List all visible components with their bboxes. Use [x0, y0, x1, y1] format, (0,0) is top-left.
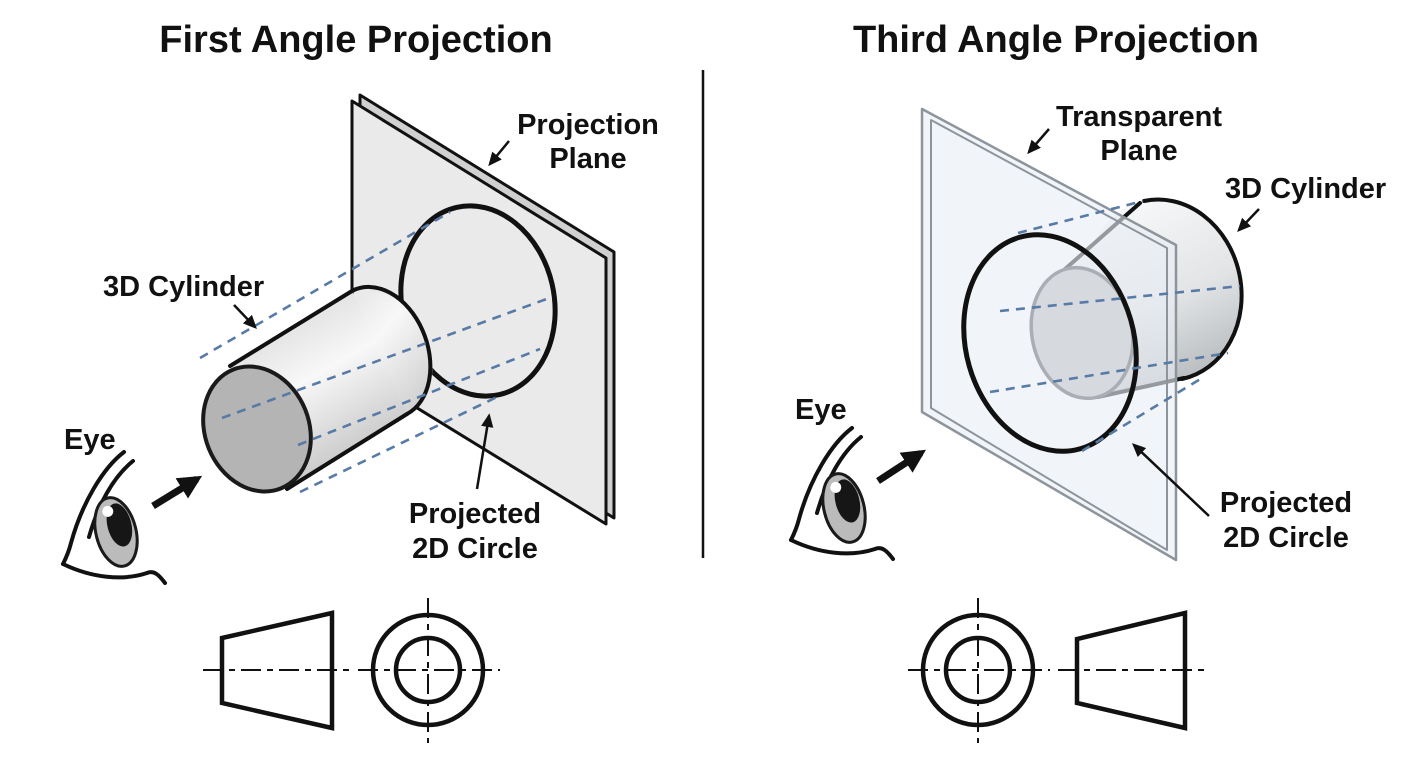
glass-inner-edge: [930, 119, 1168, 551]
plane-label-line2: Plane: [1100, 135, 1177, 167]
eye-left: Eye: [61, 424, 203, 585]
eye-icon: [61, 450, 167, 585]
eye-label: Eye: [64, 424, 116, 456]
cylinder-label: 3D Cylinder: [103, 271, 264, 303]
projected-pointer-arrow-icon: [475, 413, 494, 490]
first-angle-title: First Angle Projection: [159, 19, 552, 61]
plane-pointer-arrow-icon: [1027, 128, 1050, 155]
cylinder-back-arc: [1142, 197, 1244, 381]
projection-ray: [297, 347, 541, 447]
projected-label-line1: Projected: [409, 498, 541, 530]
cylinder-pointer-arrow-icon: [1237, 208, 1260, 232]
plane-front-face: [350, 99, 608, 526]
transparent-plane-right: [920, 107, 1178, 562]
cylinder-top-edge: [228, 289, 354, 368]
side-view-trapezoid: [219, 610, 335, 731]
side-view-trapezoid: [1074, 610, 1188, 731]
labels-left: 3D Cylinder Projection Plane Projected 2…: [103, 109, 659, 565]
projected-label-line2: 2D Circle: [412, 533, 538, 565]
plane-pointer-arrow-icon: [488, 140, 510, 167]
orthographic-views-left: [203, 598, 500, 743]
eye-icon: [789, 426, 895, 561]
eye-label: Eye: [795, 394, 847, 426]
view-direction-arrow-icon: [876, 449, 926, 484]
projected-label-line2: 2D Circle: [1223, 522, 1349, 554]
projected-pointer-arrow-icon: [1132, 443, 1210, 517]
glass-front-face: [920, 107, 1178, 562]
projected-circle-right: [961, 232, 1139, 454]
panel-third-angle: Third Angle Projection Eye Transpa: [789, 19, 1386, 743]
projection-ray: [999, 284, 1241, 313]
projection-ray: [1017, 199, 1144, 235]
eye-right: Eye: [789, 394, 926, 561]
projected-label-line1: Projected: [1220, 487, 1352, 519]
projection-ray: [221, 295, 553, 420]
cylinder-bottom-edge: [285, 412, 409, 491]
third-angle-title: Third Angle Projection: [853, 19, 1259, 61]
projection-rays-right: [989, 199, 1241, 453]
cylinder-pointer-arrow-icon: [233, 304, 257, 329]
projection-ray: [1081, 376, 1203, 453]
projection-ray: [299, 395, 498, 494]
labels-right: Transparent Plane 3D Cylinder Projected …: [1027, 101, 1386, 554]
projection-ray: [199, 210, 451, 360]
projection-plane-left: [350, 93, 616, 526]
panel-first-angle: First Angle Projection Eye 3D Cyli: [61, 19, 659, 743]
plane-label-line2: Plane: [549, 143, 626, 175]
cylinder-label: 3D Cylinder: [1225, 173, 1386, 205]
view-direction-arrow-icon: [151, 475, 203, 509]
projection-ray: [989, 351, 1229, 394]
cylinder-left: [201, 285, 433, 494]
projection-rays-left: [199, 210, 553, 494]
cylinder-front-face: [201, 364, 313, 494]
plane-label-line1: Projection: [517, 109, 659, 141]
cylinder-back-arc: [350, 285, 433, 416]
orthographic-views-right: [908, 598, 1204, 743]
plane-label-line1: Transparent: [1056, 101, 1222, 133]
